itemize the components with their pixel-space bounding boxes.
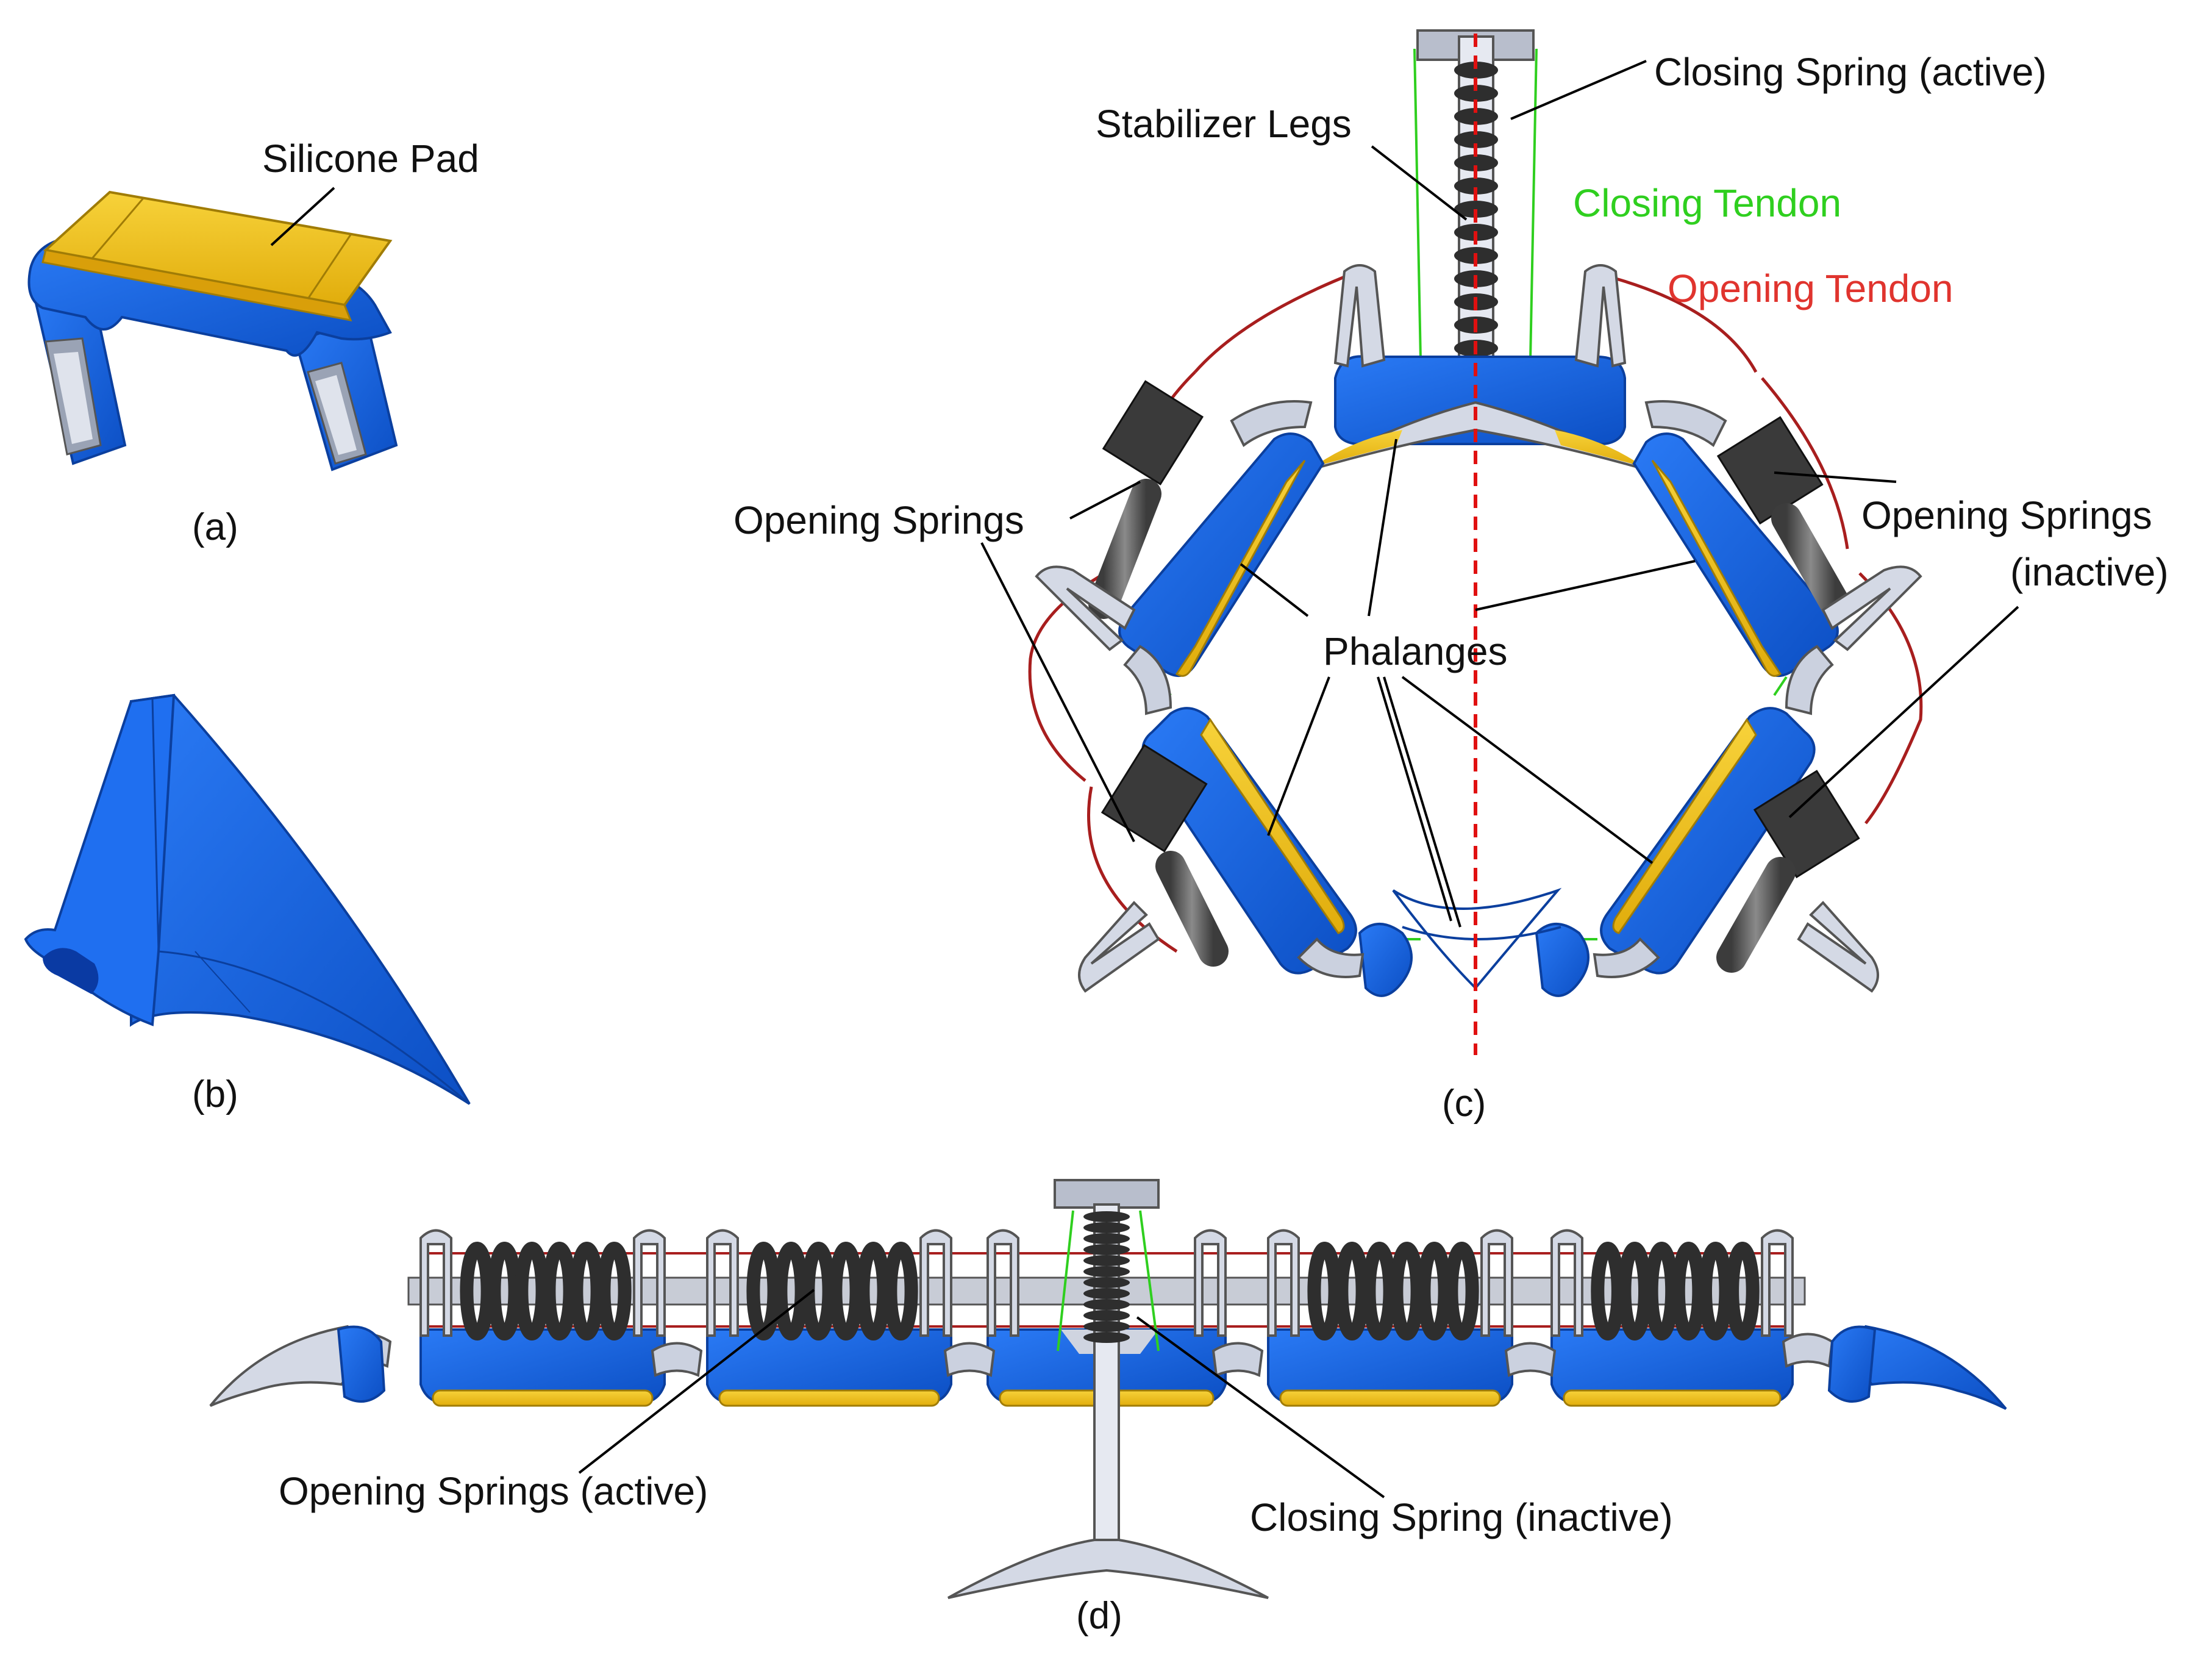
closing-spring-coil [1454,131,1498,148]
closing-spring-coil [1454,177,1498,195]
panel-a-caption: (a) [192,506,238,548]
closing-spring-coil [1083,1244,1130,1255]
phalanx-lower-left [1141,707,1357,975]
opening-springs-active-label: Opening Springs (active) [279,1469,708,1513]
u-bracket-clip-d [1550,1229,1583,1337]
opening-tendon-label: Opening Tendon [1668,267,1953,310]
panel-b-caption: (b) [192,1073,238,1115]
opening-springs-left-label: Opening Springs [733,498,1024,542]
panel-c-caption: (c) [1442,1083,1486,1125]
pad-part-drawing [27,190,398,471]
joint-hinges [1123,400,1834,978]
u-bracket-clip-d [633,1229,666,1337]
closing-spring-coil [1454,62,1498,79]
silicone-pad-d [1563,1389,1782,1407]
opening-springs-d [460,1242,1760,1340]
closing-spring-inactive-label: Closing Spring (inactive) [1250,1495,1673,1539]
opening-spring-assemblies [1088,380,1860,973]
closing-spring-active-label: Closing Spring (active) [1654,50,2047,94]
closing-spring-coil [1083,1288,1130,1299]
opening-springs-right-label-line1: Opening Springs [1861,493,2152,537]
silicone-pad-d [432,1389,654,1407]
silicone-pad-label: Silicone Pad [262,137,479,181]
opening-spring-coil-d [883,1242,918,1340]
claw-part-drawing [24,693,471,1105]
silicone-pad-leader [270,187,335,246]
joint-hinge-d [1211,1342,1264,1377]
phalanx-lower-right [1600,707,1816,975]
closing-spring-coil [1083,1277,1130,1288]
panel-b-claw-part: (b) [24,693,471,1115]
silicone-pad-d [718,1389,940,1407]
closing-tendon-label: Closing Tendon [1573,181,1841,225]
phalanx-top [1310,355,1647,471]
panel-a-pad-part: Silicone Pad (a) [27,137,479,548]
leader-lines-d [578,1289,1385,1498]
closing-spring-coil [1454,154,1498,171]
closing-spring-coil [1454,108,1498,125]
closing-spring-coil [1083,1222,1130,1233]
closing-spring-coil [1083,1211,1130,1222]
u-bracket-clip-d [706,1229,739,1337]
u-bracket-clip-d [419,1229,452,1337]
closing-spring-coil [1083,1255,1130,1266]
u-bracket-clip-d [986,1229,1019,1337]
closing-spring-coil [1083,1266,1130,1277]
closing-spring-coil [1083,1321,1130,1332]
joint-hinge-d [1504,1342,1557,1377]
u-bracket-clips [1035,264,1922,993]
closing-spring-coil [1083,1332,1130,1343]
silicone-pad-d [1279,1389,1501,1407]
u-bracket-clip-d [1267,1229,1300,1337]
u-bracket-clip-d [1761,1229,1794,1337]
joint-hinge-d [1782,1333,1834,1368]
panel-d-caption: (d) [1076,1595,1122,1637]
stabilizer-legs-label: Stabilizer Legs [1096,102,1352,146]
panel-c-gripper-closed: Closing Spring (active) Stabilizer Legs … [733,29,2169,1125]
closing-spring-coil [1083,1310,1130,1321]
closing-spring-coil [1083,1299,1130,1310]
end-claws-d [209,1325,2007,1410]
leader-lines-c [980,60,2019,928]
phalanx-row-d [340,1229,1834,1407]
closing-spring-coil [1083,1233,1130,1244]
central-stabilizer-d [947,1179,1269,1599]
u-bracket-clip-d [919,1229,952,1337]
joint-hinge-d [943,1342,996,1377]
phalanx-upper-left [1118,432,1325,677]
opening-spring-coil-d [597,1242,632,1340]
joint-hinge-d [651,1342,703,1377]
phalanges-label: Phalanges [1323,629,1507,673]
opening-springs-right-label-line2: (inactive) [2010,550,2169,594]
closing-spring-coil [1454,85,1498,102]
opening-spring-coil-d [1725,1242,1760,1340]
opening-spring-coil-d [1444,1242,1479,1340]
u-bracket-clip-d [1194,1229,1227,1337]
u-bracket-clip-d [1480,1229,1513,1337]
phalanx-upper-right [1632,432,1839,677]
phalanges-ring [1118,432,1839,997]
panel-d-gripper-open: Opening Springs (active) Closing Spring … [209,1179,2007,1637]
